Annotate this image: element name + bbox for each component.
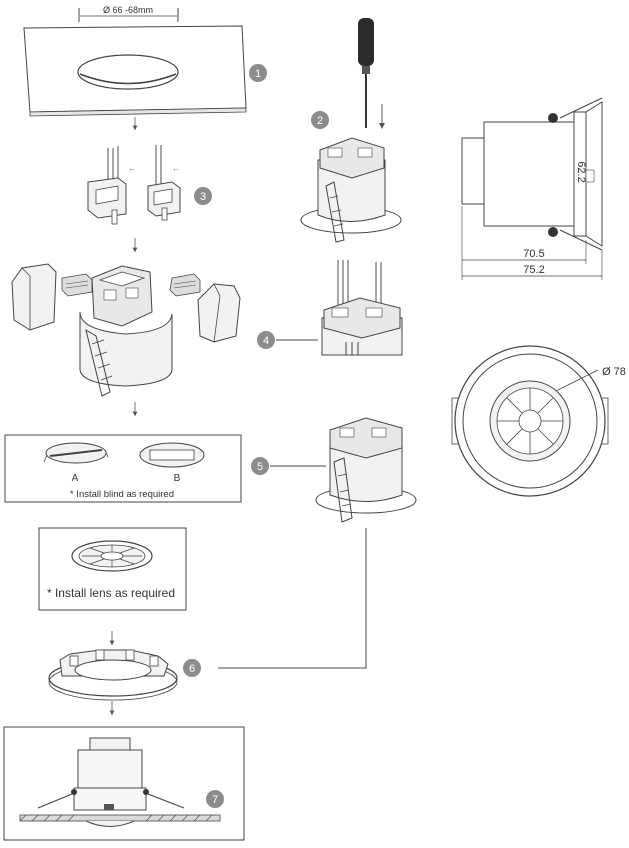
total-depth-dimension-label: 75.2 [523, 264, 544, 276]
depth-dimension-label: 70.5 [523, 248, 544, 260]
step-badge-2: 2 [311, 111, 329, 129]
leader-line [218, 528, 367, 669]
step5-assembled-fitting [315, 417, 417, 523]
height-dimension-label: 62.2 [575, 161, 587, 182]
step-badge-3: 3 [194, 187, 212, 205]
side-dimension-view: 62.2 70.5 75.2 [461, 97, 603, 280]
step6-bezel-ring [48, 649, 178, 701]
step-number-4: 4 [263, 335, 269, 347]
step-badge-5: 5 [251, 457, 269, 475]
svg-text:←: ← [172, 164, 180, 173]
blind-install-note: * Install blind as required [70, 489, 174, 500]
cutout-dimension-label: Ø 66 -68mm [103, 5, 153, 15]
step-number-5: 5 [257, 461, 263, 473]
svg-text:←: ← [128, 164, 136, 173]
step-badge-1: 1 [249, 64, 267, 82]
blind-option-b-label: B [174, 473, 181, 484]
step-badge-6: 6 [183, 659, 201, 677]
step4-wired-fitting [321, 260, 403, 356]
step2-screwdriver-fitting [300, 18, 402, 243]
lens-option-box: * Install lens as required [38, 527, 187, 611]
step-number-3: 3 [200, 191, 206, 203]
lens-install-note: * Install lens as required [47, 586, 175, 600]
step-number-1: 1 [255, 68, 261, 80]
blind-options-box: A B * Install blind as required [4, 434, 242, 503]
step-number-6: 6 [189, 663, 195, 675]
front-view-diameter: Ø 78 [451, 345, 626, 497]
step-number-7: 7 [212, 794, 218, 806]
exploded-fitting-with-covers [11, 263, 241, 397]
step-number-2: 2 [317, 115, 323, 127]
step7-installed-section-box [3, 726, 245, 841]
blind-option-a-label: A [72, 473, 79, 484]
step3-wire-connectors: ← ← [87, 145, 181, 225]
step-badge-4: 4 [257, 331, 275, 349]
step1-ceiling-cutout: Ø 66 -68mm [23, 5, 247, 117]
diameter-dimension-label: Ø 78 [602, 366, 626, 378]
step-badge-7: 7 [206, 790, 224, 808]
